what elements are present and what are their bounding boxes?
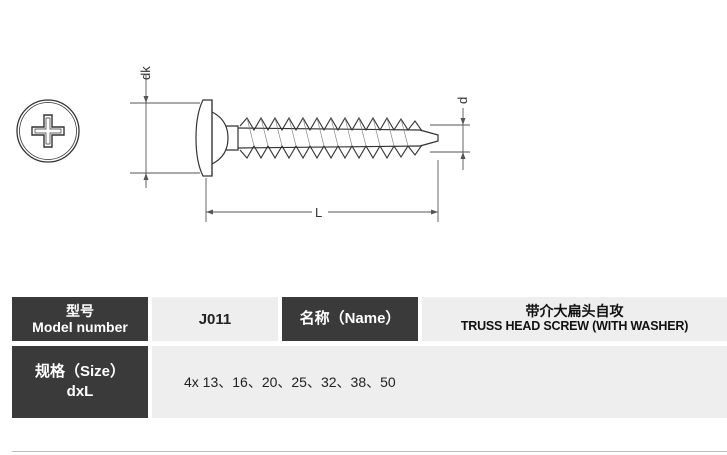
screw-thread-pattern: [239, 116, 423, 160]
size-value: 4x 13、16、20、25、32、38、50: [184, 374, 396, 390]
size-value-cell: 4x 13、16、20、25、32、38、50: [152, 346, 727, 418]
l-label: L: [315, 205, 322, 220]
model-label-en: Model number: [32, 319, 128, 335]
dk-dimension: [130, 75, 200, 188]
size-label-cn: 规格（Size）: [34, 363, 125, 380]
d-dimension: [430, 108, 470, 170]
d-label: d: [455, 97, 470, 104]
name-value-cn: 带介大扁头自攻: [525, 303, 624, 319]
model-value-cell: J011: [152, 297, 278, 341]
name-value-en: TRUSS HEAD SCREW (WITH WASHER): [460, 319, 689, 333]
model-value: J011: [198, 310, 232, 328]
name-label: 名称（Name）: [299, 310, 401, 327]
bottom-divider: [12, 451, 727, 452]
size-label-en: dxL: [66, 383, 94, 400]
size-label-cell: 规格（Size） dxL: [12, 346, 148, 418]
l-dimension: [205, 160, 439, 222]
name-value-cell: 带介大扁头自攻 TRUSS HEAD SCREW (WITH WASHER): [422, 297, 727, 341]
model-label-cn: 型号: [66, 303, 94, 319]
screw-technical-drawing: dk d L: [16, 66, 470, 222]
dk-label: dk: [138, 66, 153, 80]
screw-side-view: [195, 99, 439, 177]
phillips-head-top-view-icon: [16, 99, 80, 163]
name-label-cell: 名称（Name）: [282, 297, 418, 341]
model-label-cell: 型号 Model number: [12, 297, 148, 341]
